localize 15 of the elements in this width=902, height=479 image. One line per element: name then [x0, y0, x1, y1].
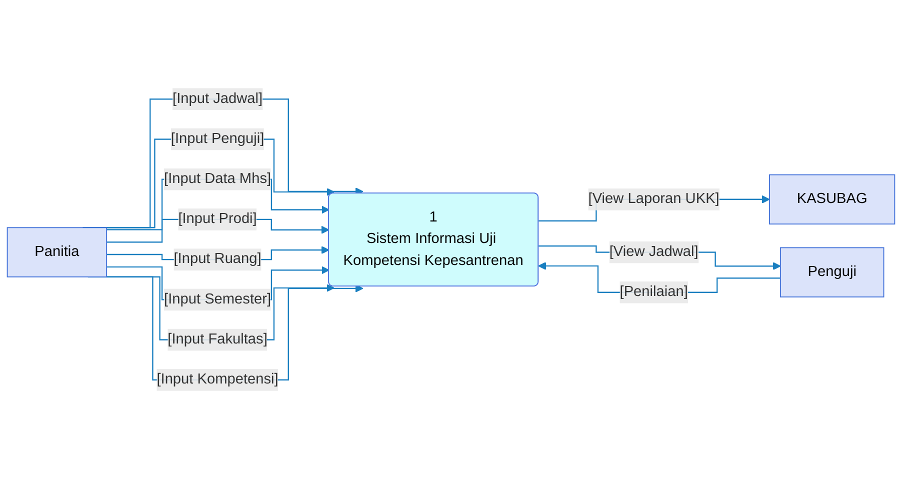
edge-label: [View Jadwal] — [609, 244, 698, 260]
edge-label: [Input Prodi] — [178, 211, 257, 227]
edge-label: [View Laporan UKK] — [588, 191, 720, 207]
arrow — [106, 178, 330, 230]
node-box: KASUBAG — [769, 174, 896, 224]
edge-label: [Input Kompetensi] — [156, 372, 278, 388]
edge-label: [Input Penguji] — [170, 131, 264, 147]
edge-label: [Penilaian] — [620, 284, 688, 300]
edge-label: [Input Ruang] — [174, 251, 262, 267]
node-box: Panitia — [6, 227, 108, 278]
edge-label: [Input Jadwal] — [172, 90, 263, 106]
edge-label: [Input Fakultas] — [168, 332, 268, 348]
node-box: Penguji — [780, 247, 884, 298]
edge-label: [Input Semester] — [164, 291, 272, 307]
edge-label: [Input Data Mhs] — [164, 171, 272, 187]
